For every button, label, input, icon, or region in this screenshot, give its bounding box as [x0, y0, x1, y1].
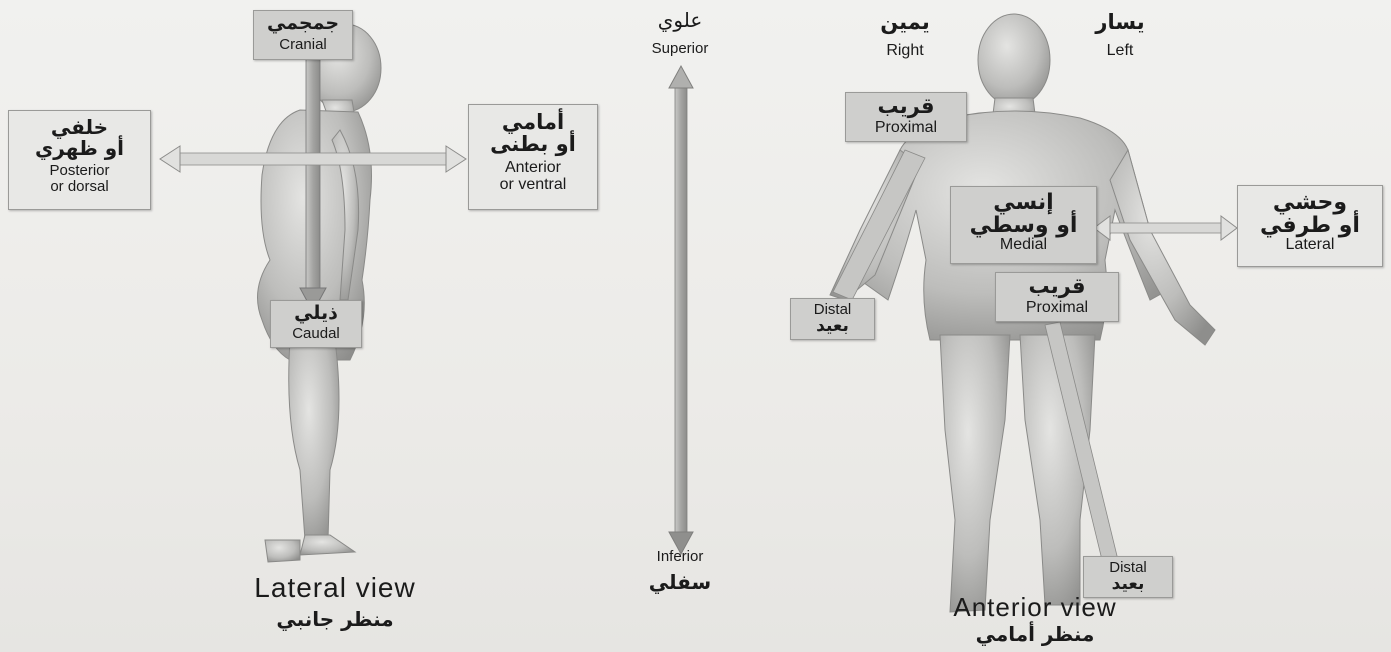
medial-label-ar1: إنسي [951, 191, 1096, 214]
proximal-arm-label-en: Proximal [846, 120, 966, 137]
anterior-label-ar2: أو بطنى [469, 133, 597, 155]
medial-lateral-arrow [1094, 216, 1237, 240]
anterior-label-ar1: أمامي [469, 111, 597, 133]
anterior-view-title: Anterior view [890, 592, 1180, 623]
lateral-label-ar2: أو طرفي [1238, 214, 1382, 237]
proximal-leg-label-en: Proximal [996, 300, 1118, 317]
superior-label-ar: علوي [630, 8, 730, 32]
posterior-label-ar2: أو ظهري [9, 138, 150, 159]
anterior-view-title-ar: منظر أمامي [890, 622, 1180, 646]
proximal-leg-box: قريب Proximal [995, 272, 1119, 322]
posterior-label-en1: Posterior [9, 163, 150, 179]
medial-label-ar2: أو وسطي [951, 214, 1096, 237]
distal-arm-label-ar: بعيد [791, 318, 874, 336]
caudal-label-ar: ذيلي [271, 304, 361, 324]
lateral-label-en: Lateral [1238, 237, 1382, 254]
lateral-view-title-ar: منظر جانبي [190, 607, 480, 631]
superior-inferior-arrow [669, 66, 693, 554]
proximal-arm-box: قريب Proximal [845, 92, 967, 142]
cranial-box: جمجمي Cranial [253, 10, 353, 60]
superior-label-en: Superior [620, 40, 740, 57]
lateral-label-ar1: وحشي [1238, 191, 1382, 214]
caudal-label-en: Caudal [271, 326, 361, 342]
inferior-label-en: Inferior [630, 548, 730, 565]
right-label-ar: يمين [855, 10, 955, 34]
inferior-label-ar: سفلي [630, 570, 730, 594]
left-label-en: Left [1070, 42, 1170, 60]
left-label-ar: يسار [1070, 10, 1170, 34]
anterior-box: أمامي أو بطنى Anterior or ventral [468, 104, 598, 210]
caudal-box: ذيلي Caudal [270, 300, 362, 348]
proximal-leg-label-ar: قريب [996, 275, 1118, 297]
lateral-view-title: Lateral view [190, 572, 480, 604]
distal-arm-box: Distal بعيد [790, 298, 875, 340]
medial-label-en: Medial [951, 237, 1096, 254]
anterior-label-en2: or ventral [469, 177, 597, 194]
cranial-label-en: Cranial [254, 37, 352, 53]
anterior-label-en1: Anterior [469, 160, 597, 177]
posterior-label-en2: or dorsal [9, 179, 150, 195]
lateral-box: وحشي أو طرفي Lateral [1237, 185, 1383, 267]
distal-leg-label-ar: بعيد [1084, 576, 1172, 594]
proximal-arm-label-ar: قريب [846, 95, 966, 117]
posterior-label-ar1: خلفي [9, 117, 150, 138]
right-label-en: Right [855, 42, 955, 60]
medial-box: إنسي أو وسطي Medial [950, 186, 1097, 264]
cranial-label-ar: جمجمي [254, 14, 352, 34]
posterior-box: خلفي أو ظهري Posterior or dorsal [8, 110, 151, 210]
